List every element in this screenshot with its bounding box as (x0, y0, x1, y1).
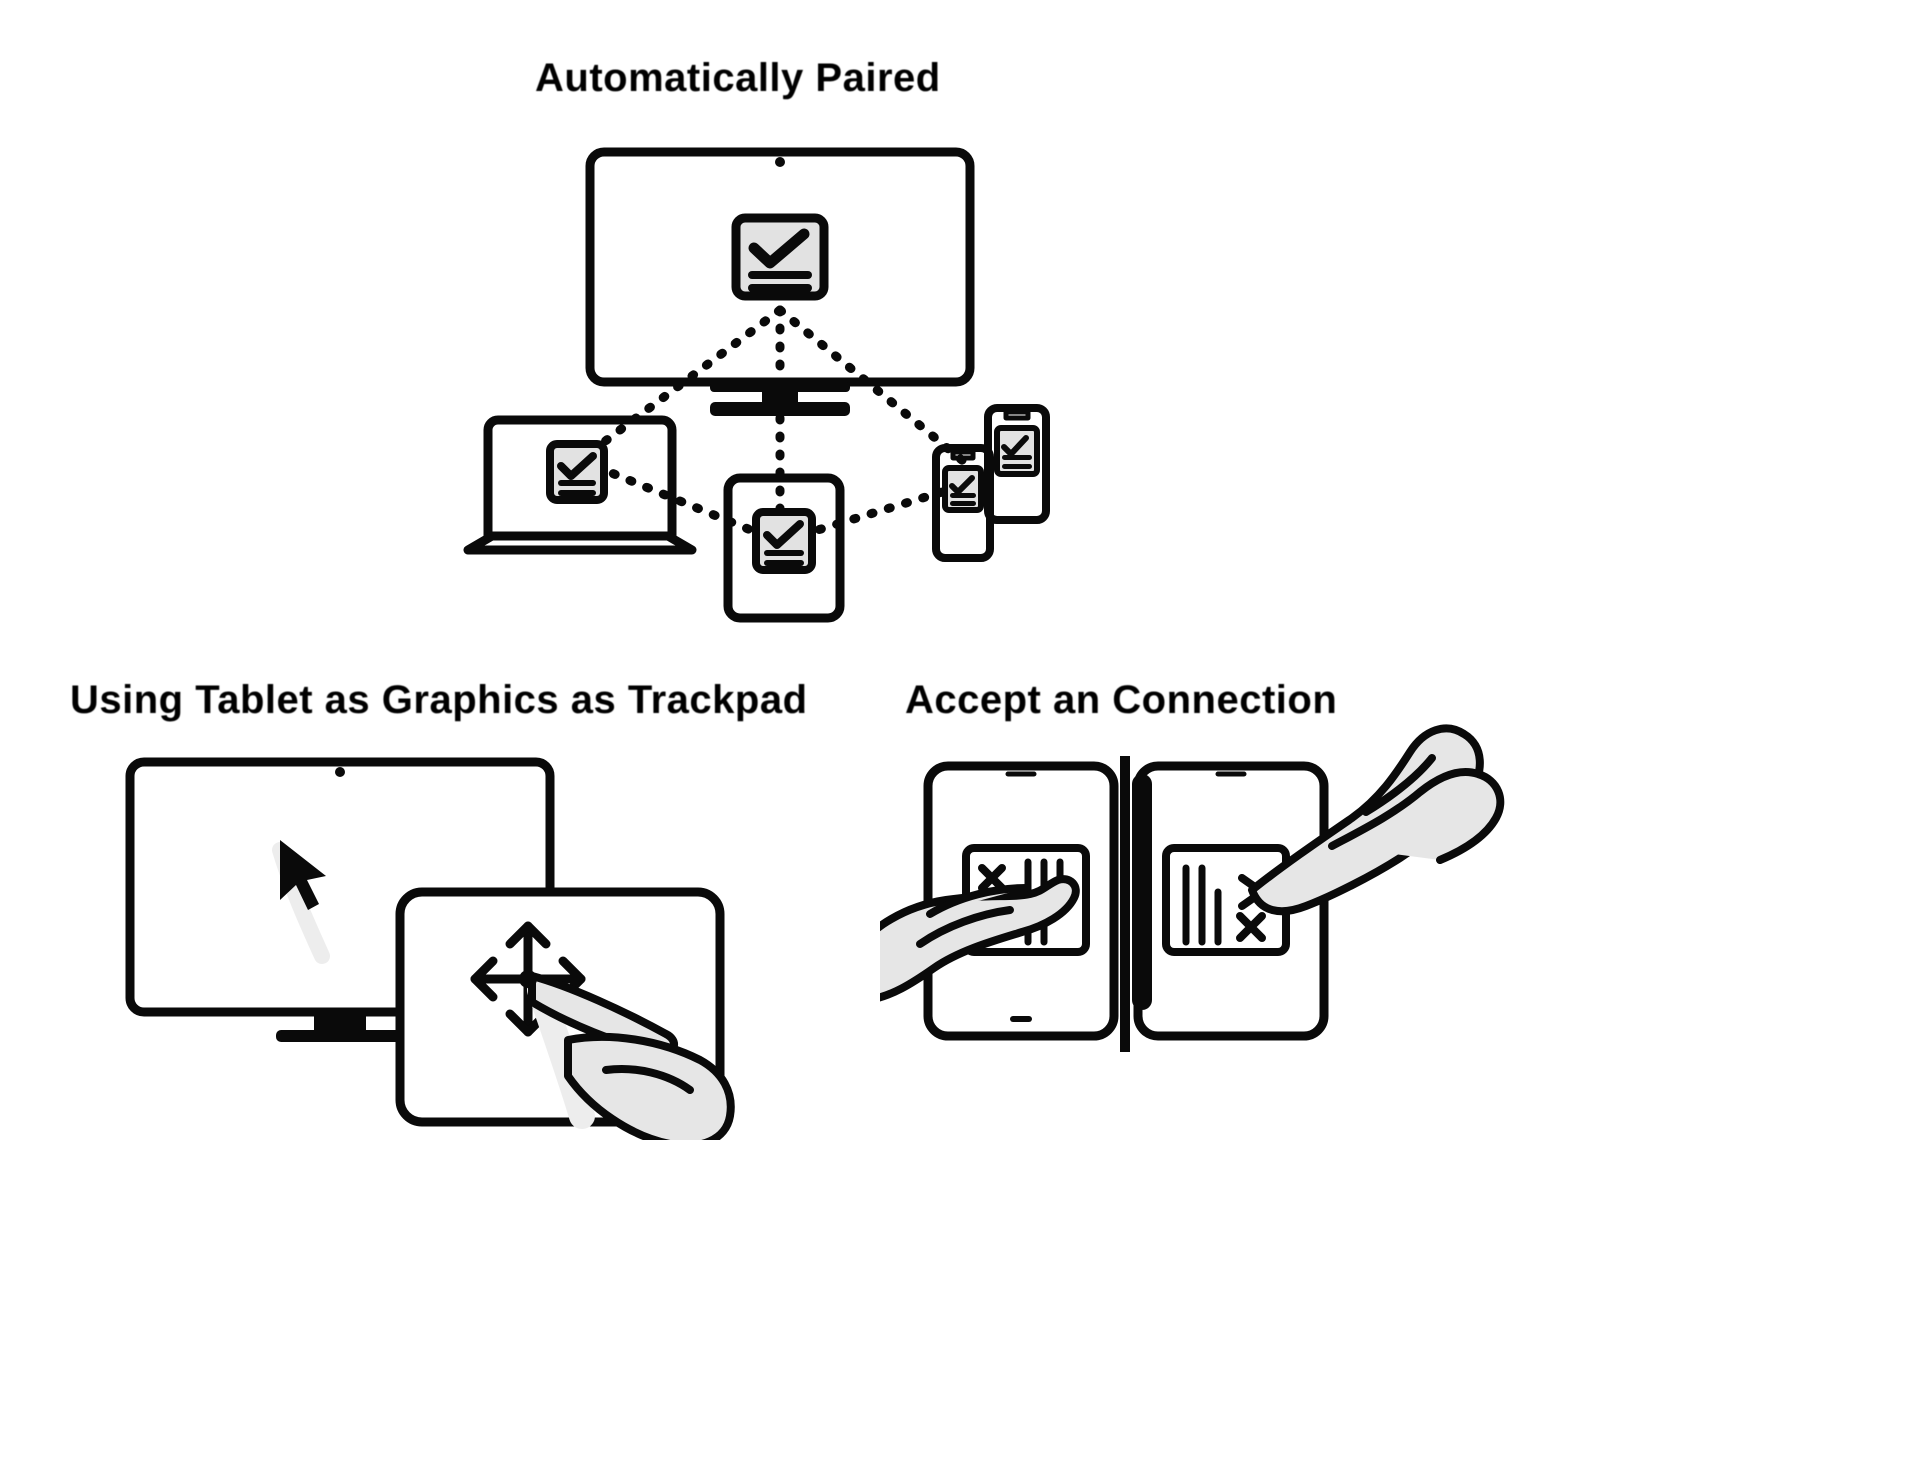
pointing-hand-left (880, 875, 1080, 1002)
dialog-card-right (1162, 844, 1290, 956)
tablet-paired-card (752, 508, 816, 574)
automatically-paired-diagram (463, 147, 1050, 623)
tablet-right-device (1120, 756, 1329, 1052)
section-heading-accepting-connection: Accept an Connection (905, 678, 1338, 722)
stylus-hand-illustration (519, 970, 735, 1140)
tablet-as-trackpad-diagram (125, 757, 735, 1140)
monitor-device (585, 147, 975, 416)
phone-large-device (984, 404, 1050, 524)
accepting-connection-diagram (880, 724, 1505, 1052)
television-device (125, 757, 555, 1042)
monitor-paired-card (731, 213, 829, 301)
pairing-connectors (575, 305, 985, 545)
laptop-paired-card (546, 440, 608, 504)
section-heading-using-tablet-as-trackpad: Using Tablet as Graphics as Trackpad (70, 678, 808, 722)
phone-large-paired-card (994, 425, 1040, 477)
pointing-hand-right (1248, 724, 1505, 916)
tablet-device (723, 473, 845, 623)
phone-small-paired-card (942, 465, 984, 513)
laptop-device (463, 415, 697, 555)
mouse-cursor-icon (280, 840, 326, 910)
section-heading-automatically-paired: Automatically Paired (535, 56, 941, 100)
